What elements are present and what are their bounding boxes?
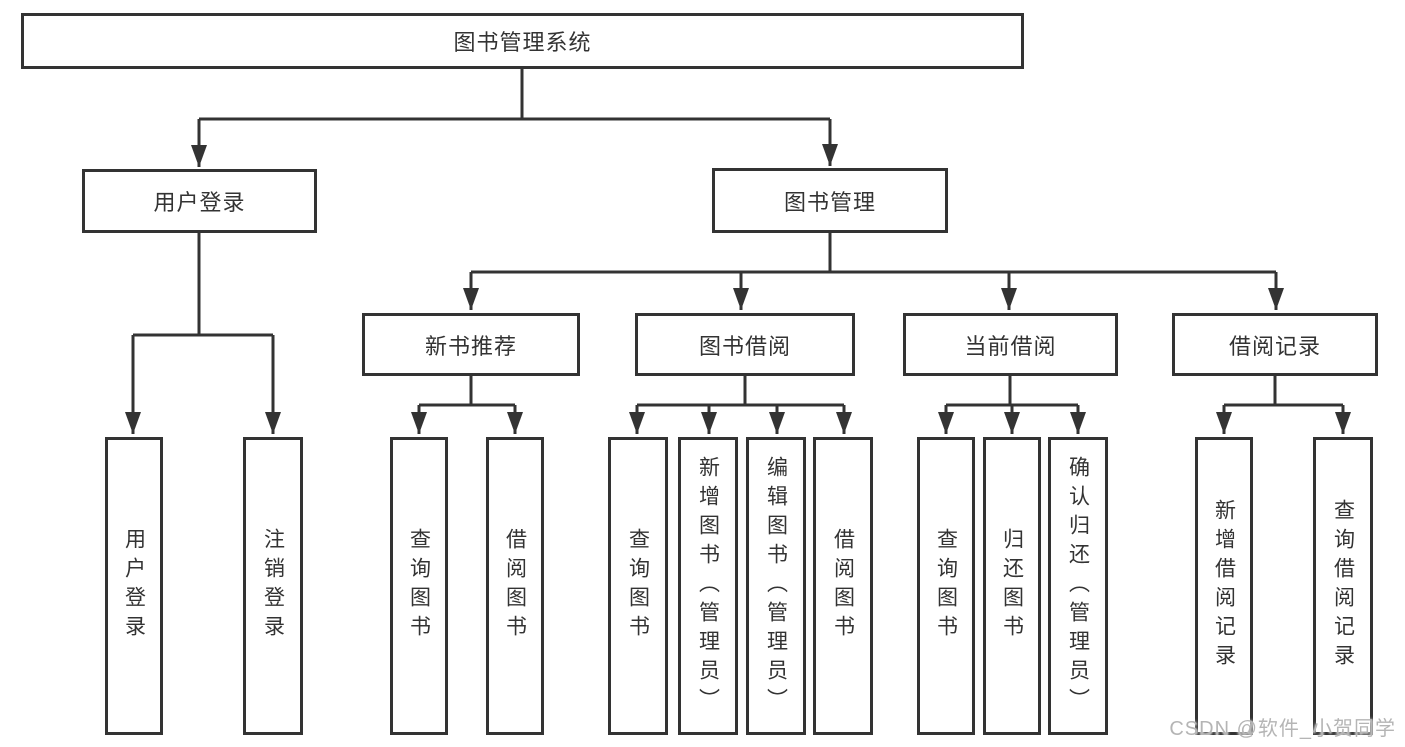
leaf-borrowing-query-books-label: 查询图书 bbox=[626, 528, 650, 644]
connector-book-management-bus bbox=[471, 233, 1276, 274]
connector-root-bus bbox=[199, 69, 830, 121]
leaf-logout: 注销登录 bbox=[243, 437, 303, 735]
leaf-user-login-label: 用户登录 bbox=[122, 528, 146, 644]
leaf-add-book-admin-label: 新增图书（管理员） bbox=[696, 455, 720, 717]
node-library-management-system-label: 图书管理系统 bbox=[453, 30, 592, 55]
node-new-book-recommendation: 新书推荐 bbox=[362, 313, 580, 376]
leaf-return-books: 归还图书 bbox=[983, 437, 1041, 735]
node-user-login: 用户登录 bbox=[82, 169, 317, 233]
leaf-query-borrow-record-label: 查询借阅记录 bbox=[1331, 499, 1355, 673]
leaf-confirm-return-admin-label: 确认归还（管理员） bbox=[1066, 455, 1090, 717]
leaf-add-book-admin: 新增图书（管理员） bbox=[678, 437, 738, 735]
leaf-add-borrow-record-label: 新增借阅记录 bbox=[1212, 499, 1236, 673]
connector-recommendation-bus bbox=[419, 376, 515, 407]
leaf-edit-book-admin-label: 编辑图书（管理员） bbox=[764, 455, 788, 717]
node-book-management-label: 图书管理 bbox=[783, 189, 876, 215]
csdn-watermark: CSDN @软件_小贺同学 bbox=[1169, 718, 1396, 740]
connector-records-bus bbox=[1224, 376, 1343, 407]
node-library-management-system: 图书管理系统 bbox=[21, 13, 1024, 69]
leaf-borrowing-query-books: 查询图书 bbox=[608, 437, 668, 735]
leaf-recommend-query-books-label: 查询图书 bbox=[407, 528, 431, 644]
connector-current-bus bbox=[946, 376, 1078, 407]
leaf-current-query-books-label: 查询图书 bbox=[934, 528, 958, 644]
leaf-borrowing-borrow-books-label: 借阅图书 bbox=[831, 528, 855, 644]
node-book-borrowing: 图书借阅 bbox=[635, 313, 855, 376]
node-book-borrowing-label: 图书借阅 bbox=[698, 333, 791, 359]
leaf-confirm-return-admin: 确认归还（管理员） bbox=[1048, 437, 1108, 735]
leaf-add-borrow-record: 新增借阅记录 bbox=[1195, 437, 1253, 735]
leaf-recommend-borrow-books: 借阅图书 bbox=[486, 437, 544, 735]
node-borrowing-records-label: 借阅记录 bbox=[1228, 333, 1321, 359]
leaf-query-borrow-record: 查询借阅记录 bbox=[1313, 437, 1373, 735]
leaf-return-books-label: 归还图书 bbox=[1000, 528, 1024, 644]
leaf-user-login: 用户登录 bbox=[105, 437, 163, 735]
leaf-current-query-books: 查询图书 bbox=[917, 437, 975, 735]
leaf-borrowing-borrow-books: 借阅图书 bbox=[813, 437, 873, 735]
node-current-borrowing: 当前借阅 bbox=[903, 313, 1118, 376]
leaf-logout-label: 注销登录 bbox=[261, 528, 285, 644]
connector-borrowing-bus bbox=[637, 376, 844, 407]
node-new-book-recommendation-label: 新书推荐 bbox=[424, 333, 517, 359]
node-user-login-label: 用户登录 bbox=[153, 190, 246, 215]
connector-user-login-bus bbox=[133, 233, 273, 337]
node-book-management: 图书管理 bbox=[712, 168, 948, 233]
leaf-edit-book-admin: 编辑图书（管理员） bbox=[746, 437, 806, 735]
node-borrowing-records: 借阅记录 bbox=[1172, 313, 1378, 376]
leaf-recommend-borrow-books-label: 借阅图书 bbox=[503, 528, 527, 644]
leaf-recommend-query-books: 查询图书 bbox=[390, 437, 448, 735]
node-current-borrowing-label: 当前借阅 bbox=[964, 333, 1057, 359]
